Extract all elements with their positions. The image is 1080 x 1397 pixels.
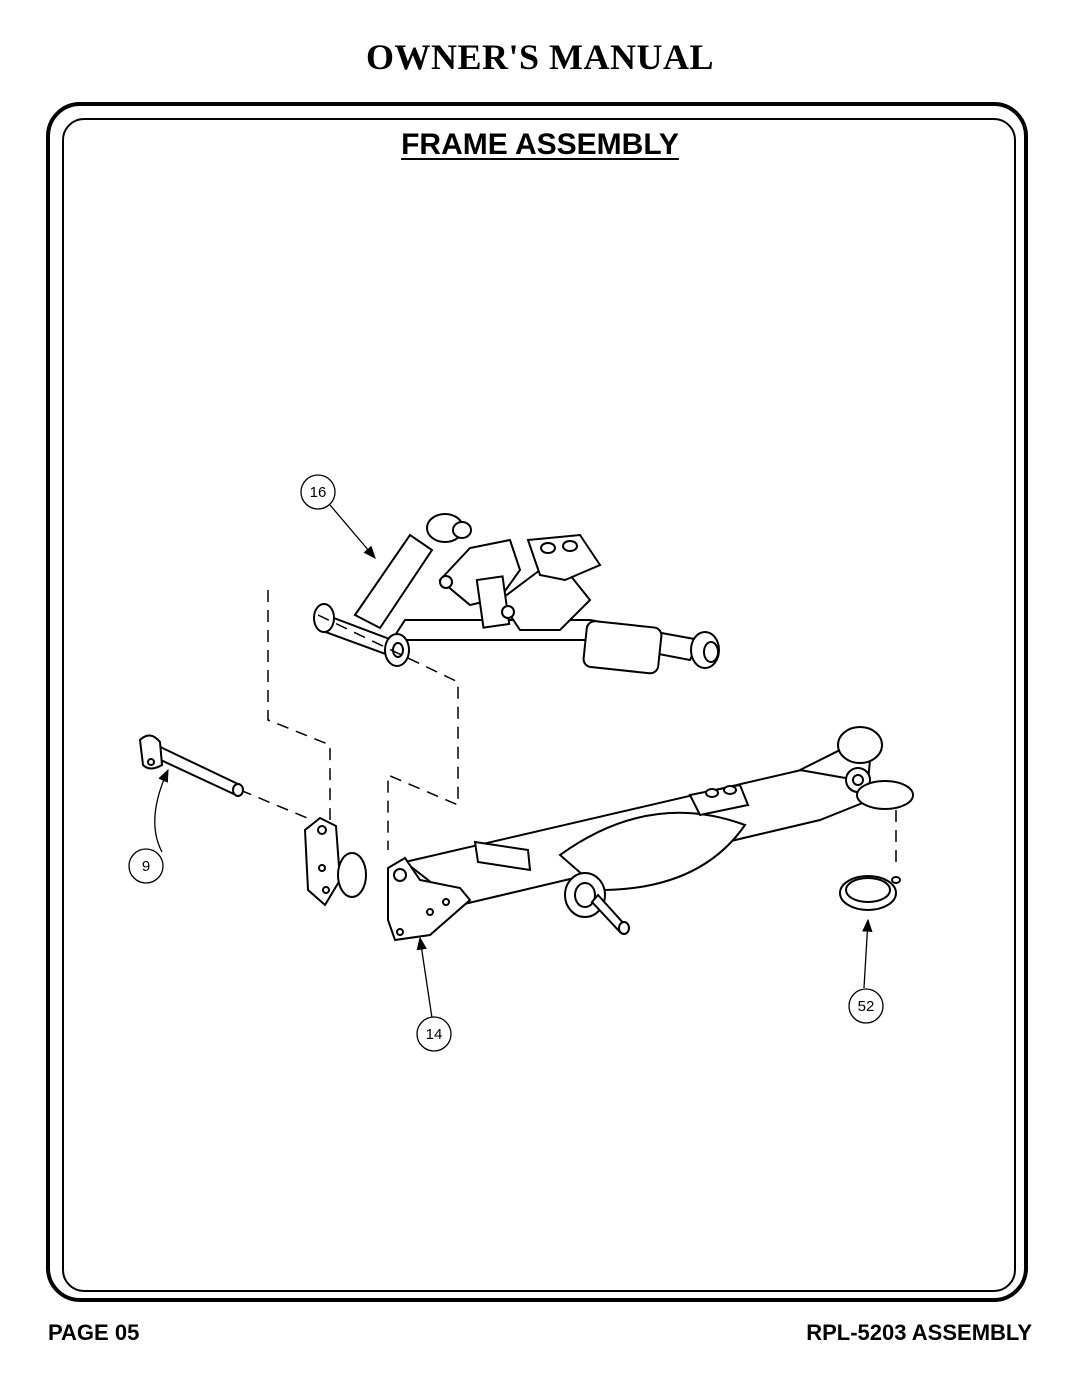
callout-52: 52 [848,988,884,1024]
callout-16-label: 16 [310,484,327,501]
section-title-text: FRAME ASSEMBLY [401,128,679,161]
model-assembly-label: RPL-5203 ASSEMBLY [806,1320,1032,1345]
base-frame-part [303,726,914,942]
callout-9: 9 [128,848,164,884]
callout-leaders [154,504,873,1019]
section-title: FRAME ASSEMBLY [0,128,1080,162]
assembly-guide-lines [239,590,897,870]
page-number: PAGE 05 [48,1320,140,1345]
inner-border-frame [62,118,1016,1292]
page-header-title: OWNER'S MANUAL [365,37,714,77]
callout-52-label: 52 [858,998,875,1015]
seat-frame-part [313,513,720,675]
callout-14-label: 14 [426,1026,443,1043]
callout-14: 14 [416,1016,452,1052]
pin-part [138,734,244,797]
callout-16: 16 [300,474,336,510]
ring-part [839,875,901,911]
outer-border-frame [46,102,1028,1302]
callout-9-label: 9 [142,858,150,875]
